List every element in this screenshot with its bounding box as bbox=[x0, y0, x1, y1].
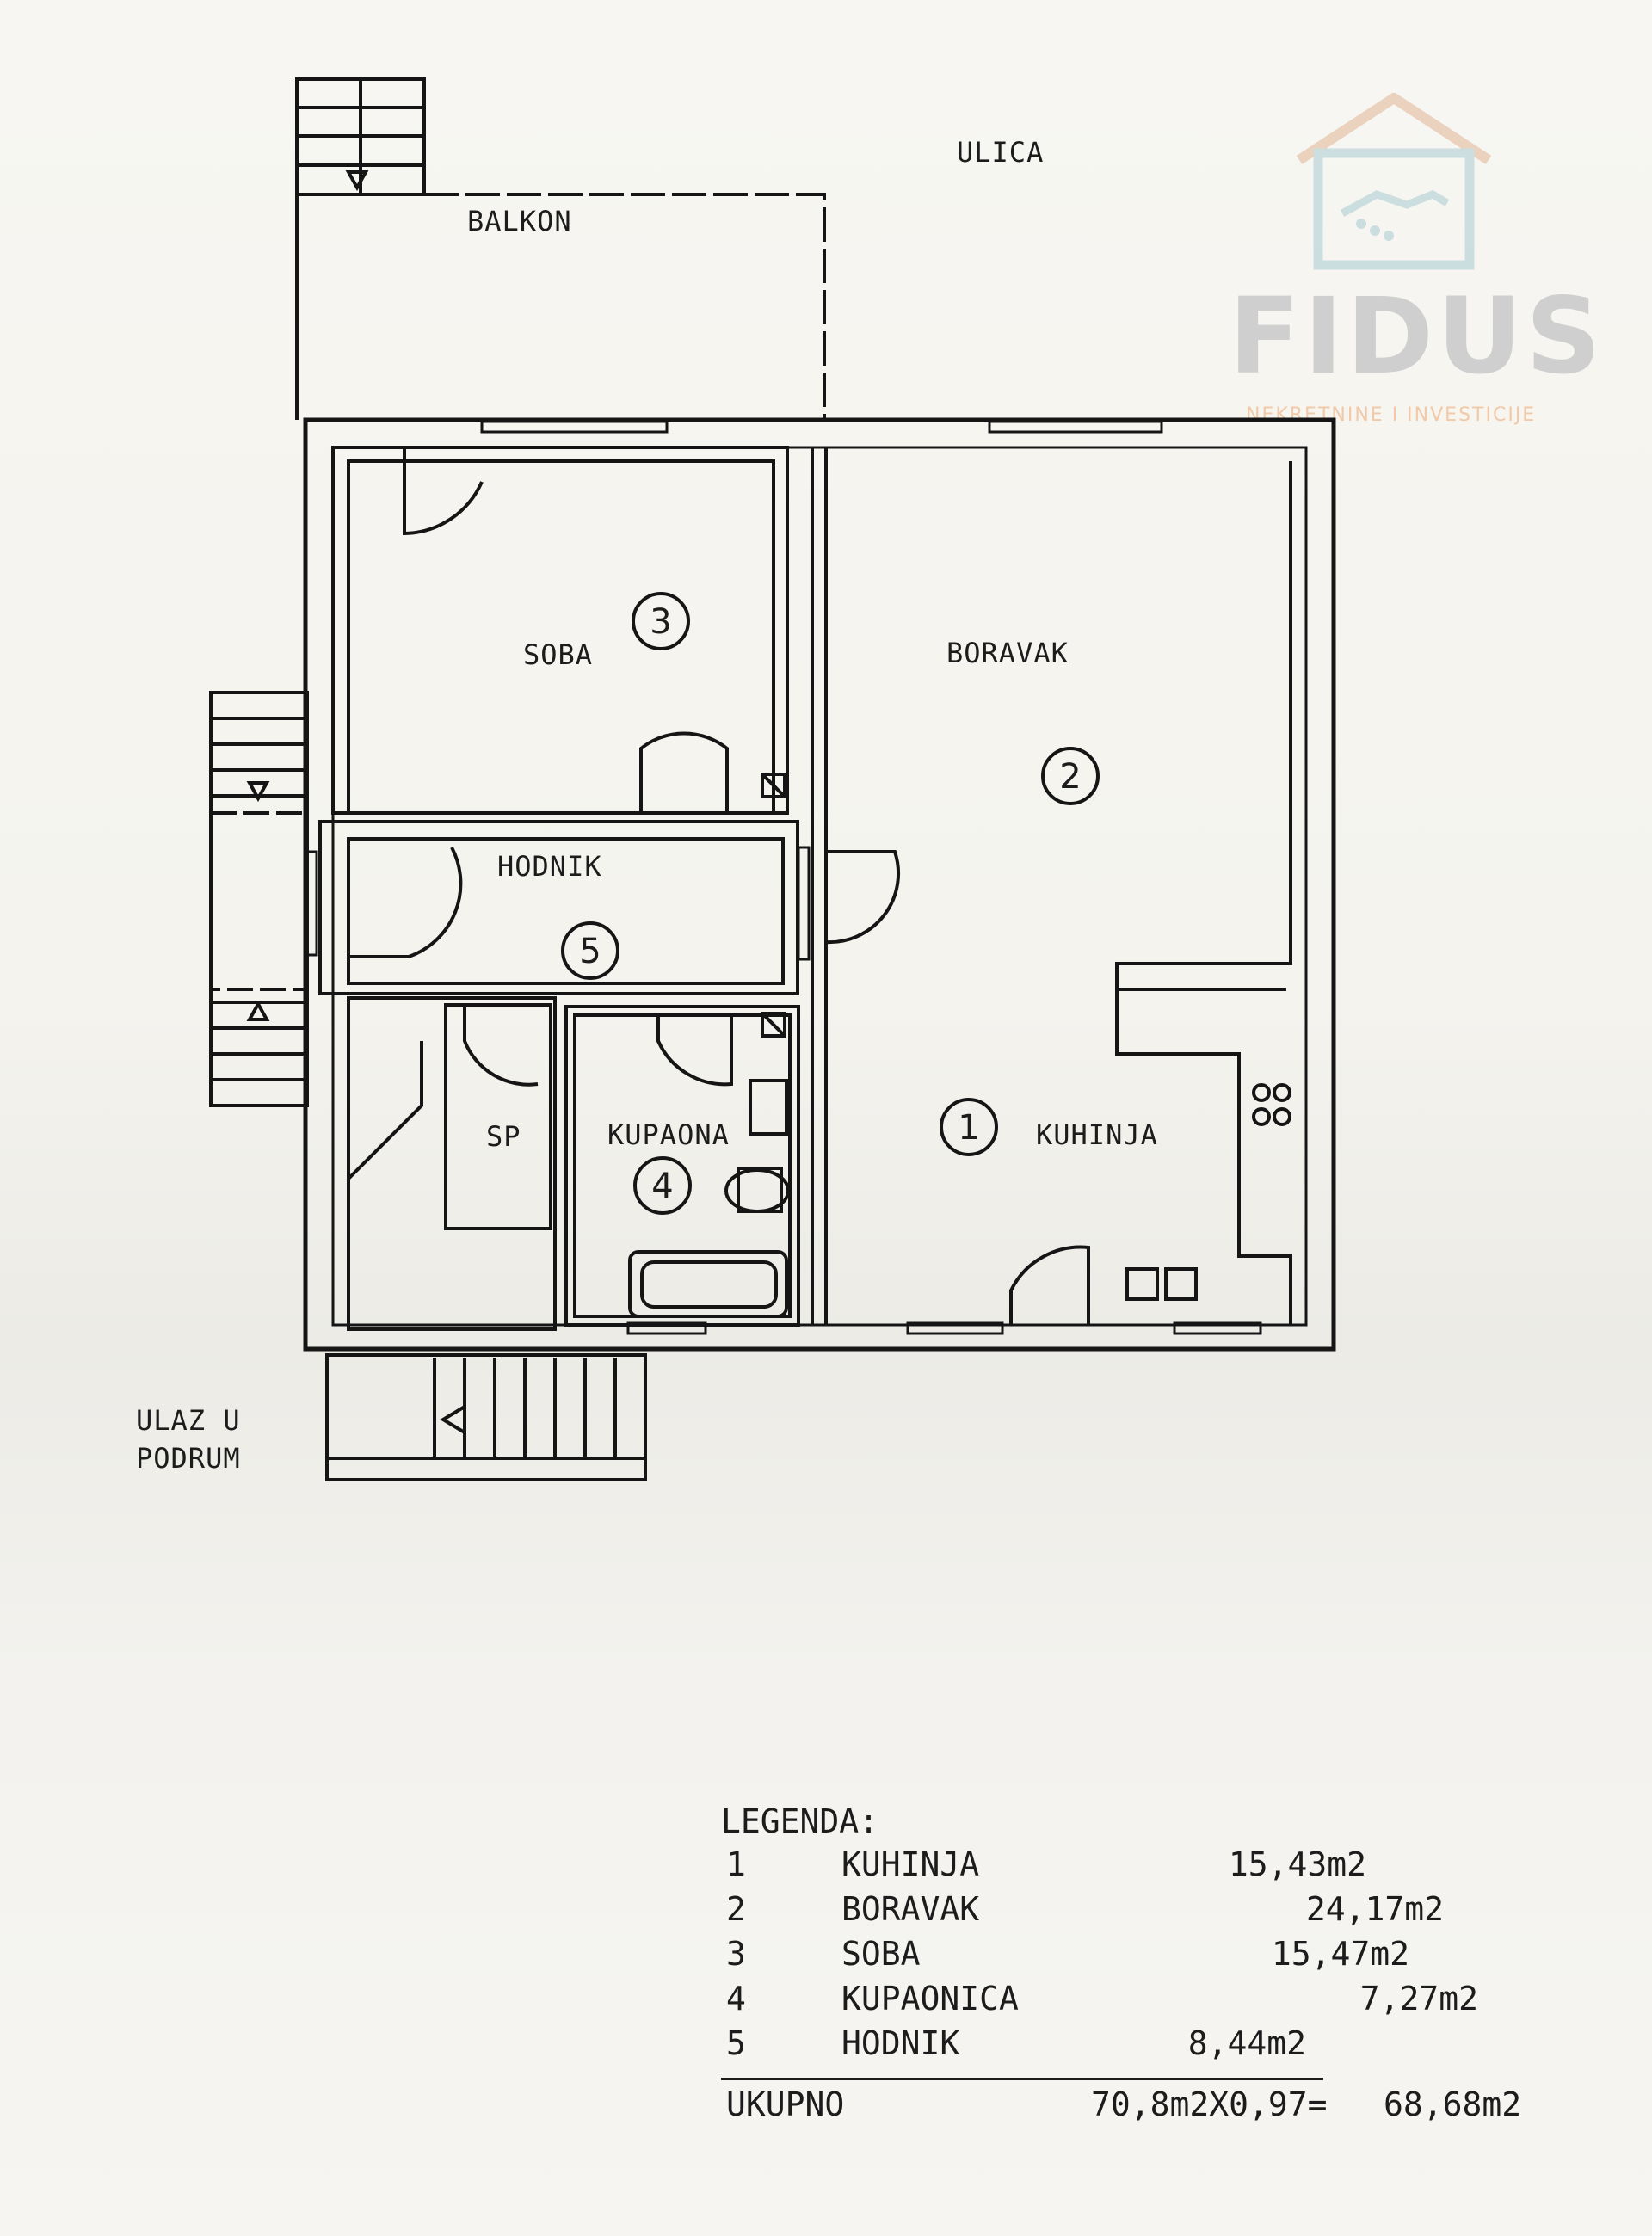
legend-number: 1 bbox=[726, 1845, 746, 1883]
legend-area: 15,47m2 bbox=[1271, 1935, 1409, 1973]
floor-plan: ULICA BALKON SOBA BORAVAK HODNIK SP KUPA… bbox=[136, 77, 1336, 1481]
legend-room: KUPAONICA bbox=[841, 1980, 1019, 2017]
stair-arrow-icon bbox=[246, 781, 270, 803]
stairwell bbox=[347, 996, 557, 1331]
door-soba bbox=[639, 731, 729, 813]
room-number-circle bbox=[633, 1156, 692, 1215]
legend-total: UKUPNO 70,8m2X0,97= 68,68m2 bbox=[721, 2085, 1581, 2130]
label-basement-line1: ULAZ U bbox=[136, 1404, 241, 1437]
stair-arrow-icon bbox=[345, 170, 369, 192]
stair-arrow-icon bbox=[246, 1000, 270, 1021]
total-value: 68,68m2 bbox=[1384, 2085, 1522, 2123]
total-label: UKUPNO bbox=[726, 2085, 845, 2123]
label-kupaona: KUPAONA bbox=[607, 1118, 730, 1151]
legend-area: 24,17m2 bbox=[1305, 1890, 1444, 1928]
watermark-name: FIDUS bbox=[1229, 275, 1605, 397]
legend-row: 3 SOBA 15,47m2 bbox=[721, 1935, 1581, 1980]
legend-room: SOBA bbox=[841, 1935, 921, 1973]
room-number-circle bbox=[632, 592, 690, 650]
side-stairs bbox=[209, 691, 309, 1107]
label-basement-line2: PODRUM bbox=[136, 1442, 241, 1475]
room-number-1: 1 bbox=[958, 1108, 979, 1148]
label-balcony: BALKON bbox=[467, 205, 572, 237]
legend-number: 4 bbox=[726, 1980, 746, 2017]
room-number-4: 4 bbox=[651, 1167, 673, 1206]
label-boravak: BORAVAK bbox=[946, 637, 1069, 669]
label-kuhinja: KUHINJA bbox=[1036, 1118, 1158, 1151]
legend-room: HODNIK bbox=[841, 2024, 960, 2062]
room-number-circle bbox=[940, 1098, 998, 1156]
room-hodnik bbox=[318, 820, 799, 995]
legend-number: 5 bbox=[726, 2024, 746, 2062]
room-kupaona bbox=[564, 1005, 800, 1327]
vent-icon bbox=[761, 1012, 786, 1038]
room-number-3: 3 bbox=[650, 602, 671, 642]
legend-title: LEGENDA: bbox=[721, 1802, 879, 1840]
legend-number: 2 bbox=[726, 1890, 746, 1928]
legend-room: KUHINJA bbox=[841, 1845, 980, 1883]
bathtub bbox=[628, 1250, 788, 1318]
label-sp: SP bbox=[486, 1120, 521, 1153]
door-hodnik bbox=[348, 847, 463, 958]
room-sp bbox=[444, 1003, 552, 1230]
legend-area: 15,43m2 bbox=[1228, 1845, 1366, 1883]
label-street: ULICA bbox=[957, 136, 1044, 169]
house-handshake-icon bbox=[1296, 91, 1492, 270]
sink bbox=[749, 1079, 788, 1136]
stove-icon bbox=[1252, 1083, 1291, 1126]
vent-icon bbox=[761, 773, 786, 798]
watermark-logo bbox=[1222, 91, 1583, 437]
room-number-circle bbox=[1041, 747, 1100, 805]
legend-number: 3 bbox=[726, 1935, 746, 1973]
room-number-5: 5 bbox=[579, 932, 601, 971]
legend-room: BORAVAK bbox=[841, 1890, 980, 1928]
legend-row: 2 BORAVAK 24,17m2 bbox=[721, 1890, 1581, 1935]
door-sp bbox=[463, 1007, 539, 1087]
door-kupaona bbox=[656, 1015, 733, 1087]
room-number-circle bbox=[561, 921, 620, 980]
label-soba: SOBA bbox=[523, 638, 593, 671]
label-hodnik: HODNIK bbox=[497, 850, 602, 883]
door-boravak bbox=[825, 850, 900, 945]
basement-stairs bbox=[325, 1353, 647, 1481]
legend-area: 8,44m2 bbox=[1187, 2024, 1306, 2062]
legend-row: 1 KUHINJA 15,43m2 bbox=[721, 1845, 1581, 1890]
legend: LEGENDA: 1 KUHINJA 15,43m2 2 BORAVAK 24,… bbox=[721, 1802, 1581, 2130]
room-number-2: 2 bbox=[1059, 757, 1081, 797]
legend-row: 4 KUPAONICA 7,27m2 bbox=[721, 1980, 1581, 2024]
room-soba bbox=[331, 446, 789, 815]
legend-row: 5 HODNIK 8,44m2 bbox=[721, 2024, 1581, 2069]
door-balcony bbox=[403, 447, 484, 536]
kitchen-sink-icon bbox=[1125, 1267, 1198, 1301]
legend-area: 7,27m2 bbox=[1359, 1980, 1478, 2017]
total-formula: 70,8m2X0,97= bbox=[1091, 2085, 1328, 2123]
door-kuhinja bbox=[1009, 1245, 1090, 1325]
watermark-tagline: NEKRETNINE I INVESTICIJE bbox=[1246, 404, 1537, 426]
legend-divider bbox=[721, 2078, 1323, 2080]
